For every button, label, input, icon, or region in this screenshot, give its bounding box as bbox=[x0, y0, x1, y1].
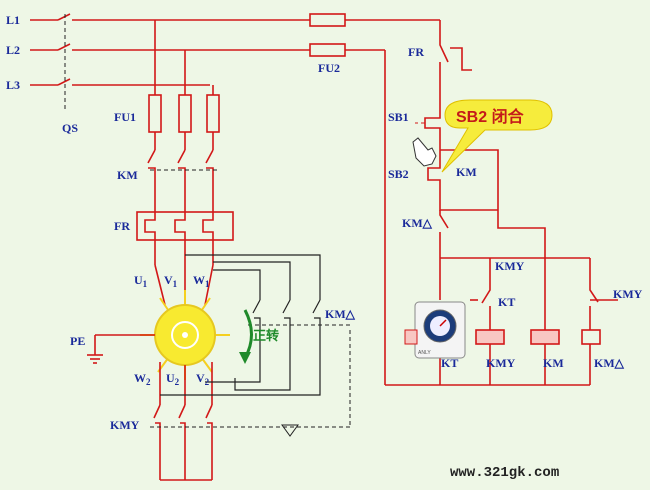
label-kt-coil: KT bbox=[441, 356, 458, 370]
label-kmy-top: KMY bbox=[495, 259, 525, 273]
label-qs: QS bbox=[62, 121, 78, 135]
relay-brand: ANLY bbox=[418, 350, 431, 356]
label-fu2: FU2 bbox=[318, 61, 340, 75]
label-l3: L3 bbox=[6, 78, 20, 92]
label-kmy-right: KMY bbox=[613, 287, 643, 301]
pe-ground bbox=[87, 334, 155, 364]
label-pe: PE bbox=[70, 334, 85, 348]
callout-bubble bbox=[441, 99, 553, 173]
main-circuit bbox=[136, 20, 234, 306]
label-fr: FR bbox=[114, 219, 130, 233]
label-fr-ctrl: FR bbox=[408, 45, 424, 59]
label-kmd-coil: KM△ bbox=[594, 356, 625, 370]
label-w2: W2 bbox=[134, 371, 151, 387]
delta-contactor bbox=[160, 254, 350, 396]
label-km-delta-ctrl: KM△ bbox=[402, 216, 433, 230]
label-km-delta-motor: KM△ bbox=[325, 307, 356, 321]
hand-pointer-icon bbox=[412, 137, 437, 167]
callout-text: SB2 闭合 bbox=[456, 107, 525, 126]
label-kmy-bottom: KMY bbox=[110, 418, 140, 432]
label-kt-contact: KT bbox=[498, 295, 515, 309]
label-v1: V1 bbox=[164, 273, 178, 289]
label-kmy-coil: KMY bbox=[486, 356, 516, 370]
rotation-label: 正转 bbox=[253, 328, 279, 344]
label-sb1: SB1 bbox=[388, 110, 409, 124]
power-lines bbox=[30, 13, 440, 110]
label-km-coil: KM bbox=[543, 356, 564, 370]
label-l1: L1 bbox=[6, 13, 20, 27]
label-u1: U1 bbox=[134, 273, 148, 289]
label-v2: V2 bbox=[196, 371, 210, 387]
watermark: www.321gk.com bbox=[450, 465, 559, 481]
label-km-ctrl: KM bbox=[456, 165, 477, 179]
label-km-main: KM bbox=[117, 168, 138, 182]
label-sb2: SB2 bbox=[388, 167, 409, 181]
label-u2: U2 bbox=[166, 371, 180, 387]
motor bbox=[140, 290, 230, 380]
time-relay bbox=[404, 301, 466, 359]
label-fu1: FU1 bbox=[114, 110, 136, 124]
labels: L1 L2 L3 QS FU1 FU2 KM FR FR SB1 SB2 KM … bbox=[6, 13, 643, 481]
star-contactor bbox=[150, 330, 351, 481]
label-w1: W1 bbox=[193, 273, 210, 289]
label-l2: L2 bbox=[6, 43, 20, 57]
